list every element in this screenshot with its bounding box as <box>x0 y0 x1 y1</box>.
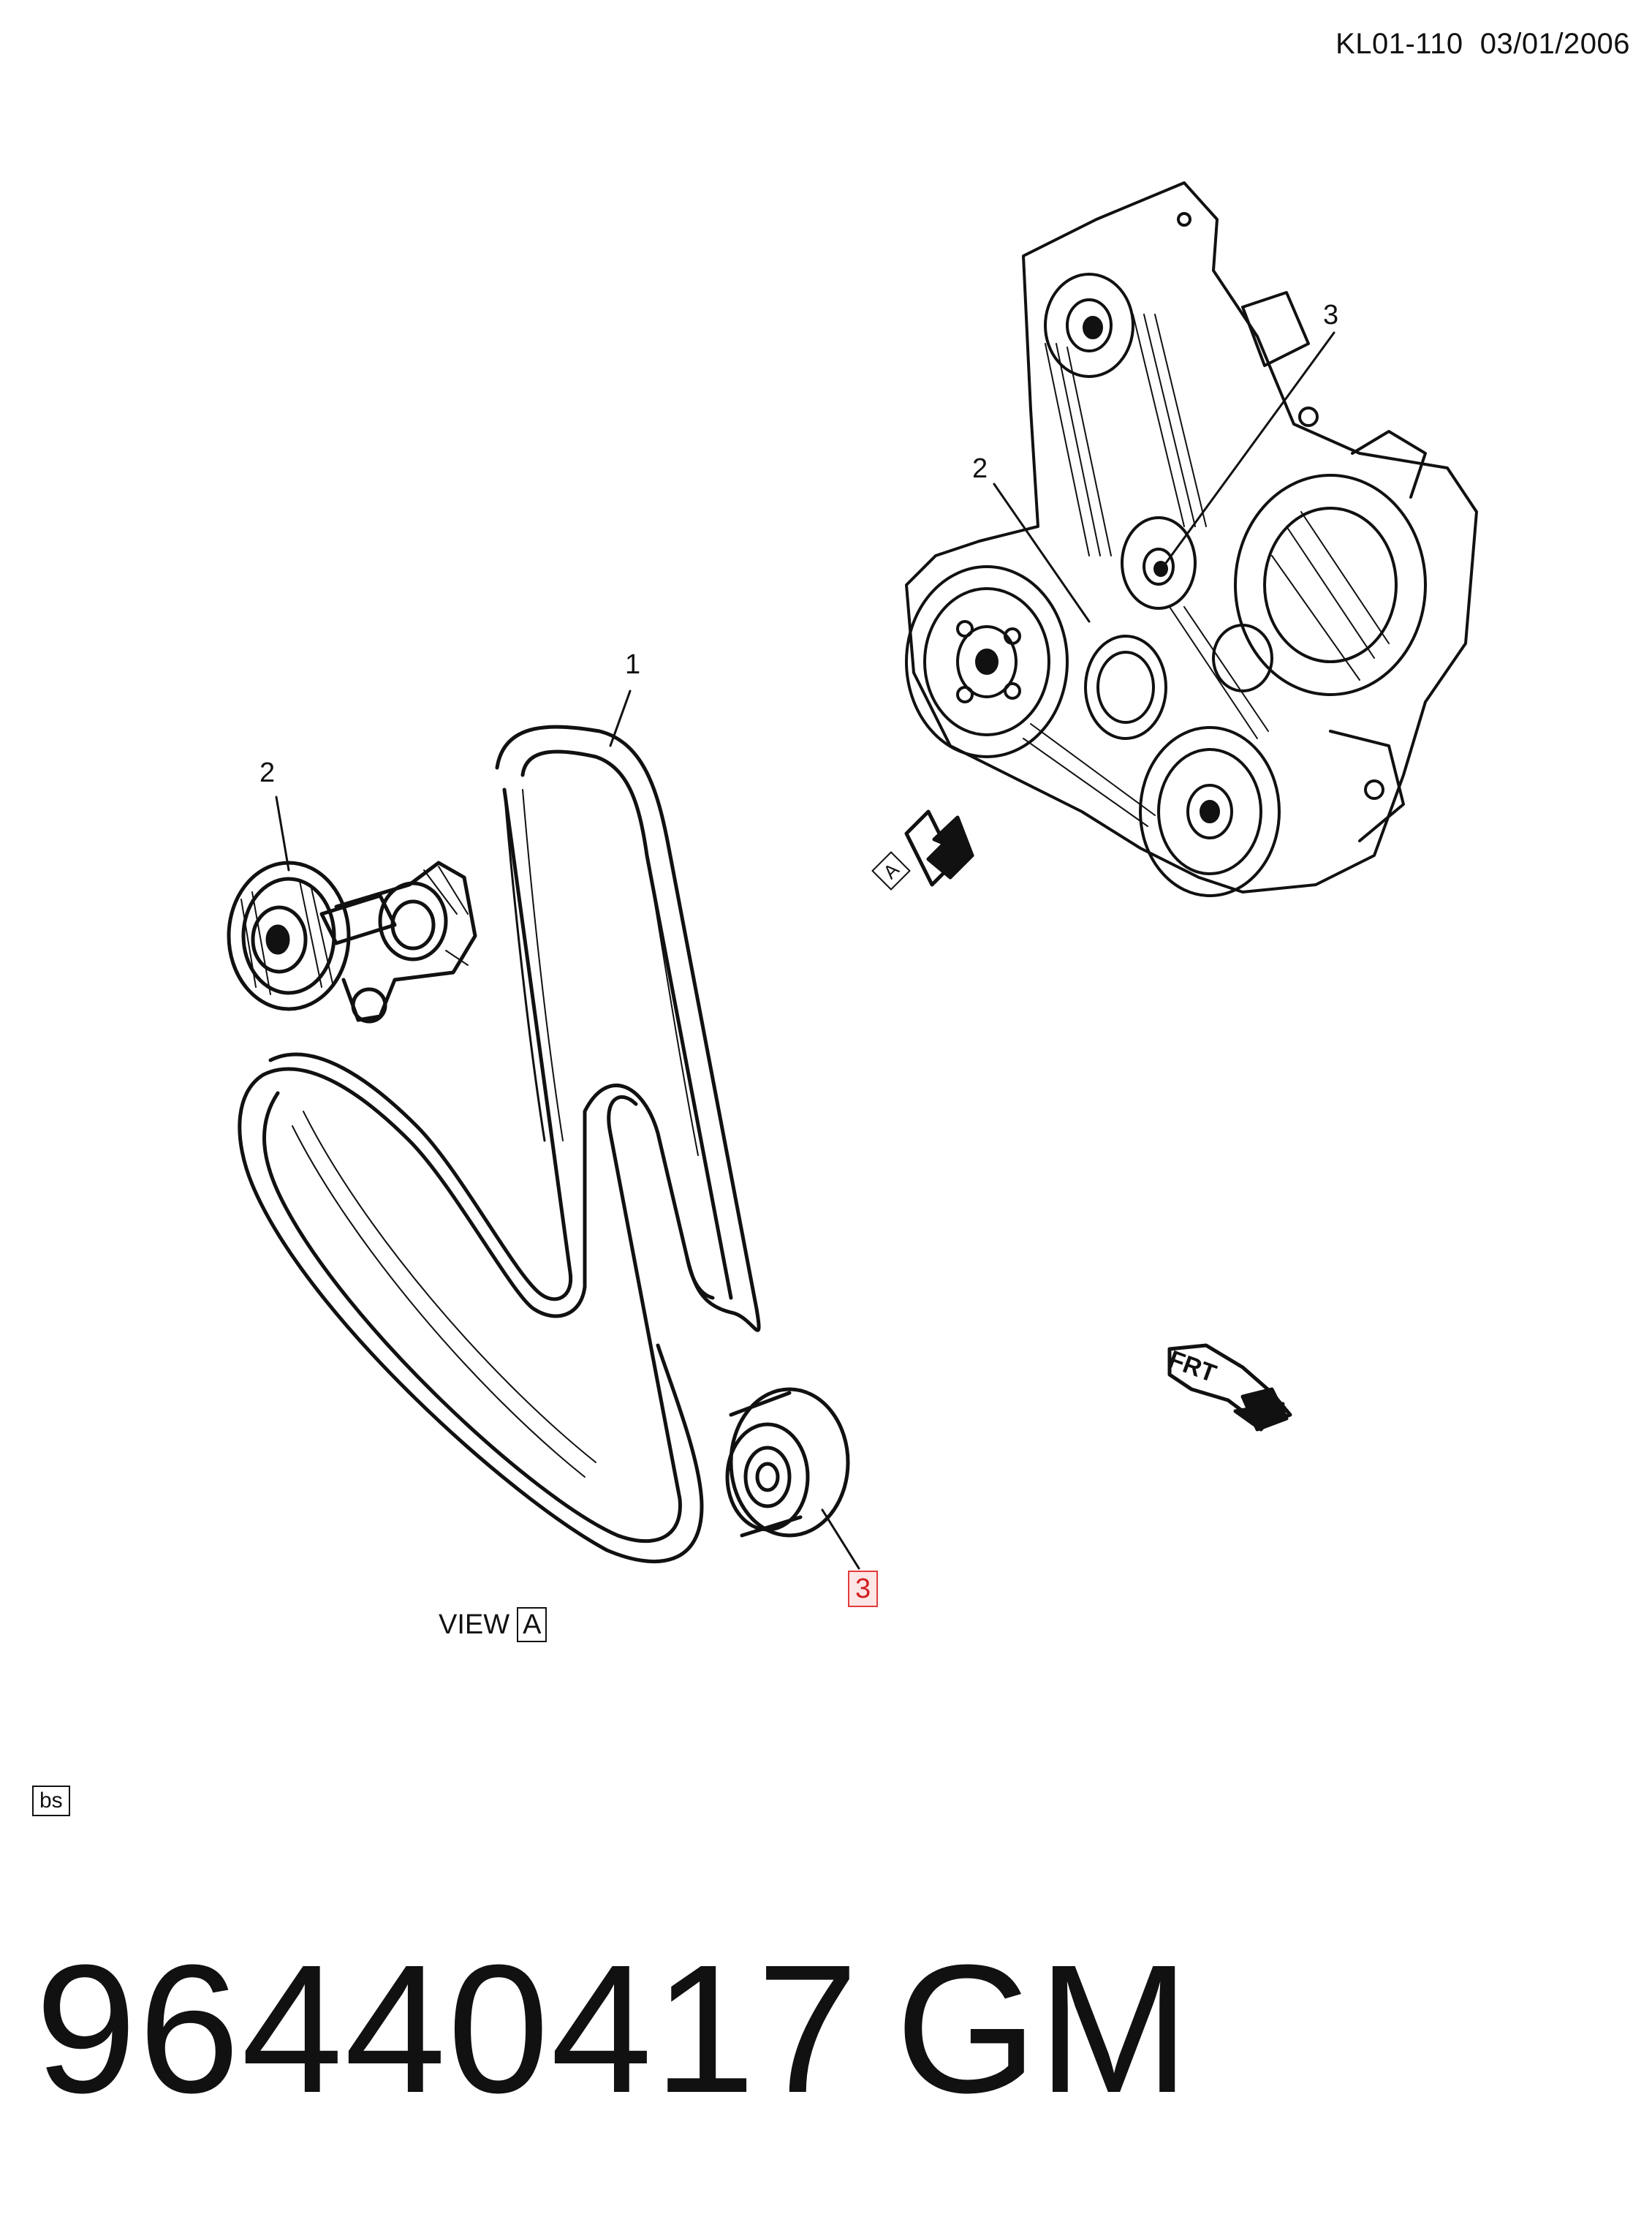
engine-assembly <box>905 181 1478 897</box>
callout-tensioner: 2 <box>259 757 276 788</box>
callout-idler-engine: 3 <box>1323 300 1339 330</box>
bs-label: bs <box>32 1786 70 1816</box>
view-a-arrow <box>904 809 974 887</box>
view-label-prefix: VIEW <box>439 1609 510 1640</box>
leader-lines <box>275 331 1335 1570</box>
idler-pulley <box>725 1387 850 1538</box>
brand-name: GM <box>895 1927 1190 2131</box>
serpentine-belt <box>238 725 761 1564</box>
front-arrow <box>1167 1343 1292 1432</box>
part-number: 96440417 <box>35 1927 860 2131</box>
belt-tensioner <box>227 861 477 1024</box>
view-label-letter: A <box>517 1607 547 1642</box>
callout-idler-highlighted[interactable]: 3 <box>848 1571 879 1607</box>
callout-belt: 1 <box>625 649 641 680</box>
callout-tensioner-engine: 2 <box>972 453 988 484</box>
drawing-code-date: KL01-110 03/01/2006 <box>1335 28 1630 60</box>
